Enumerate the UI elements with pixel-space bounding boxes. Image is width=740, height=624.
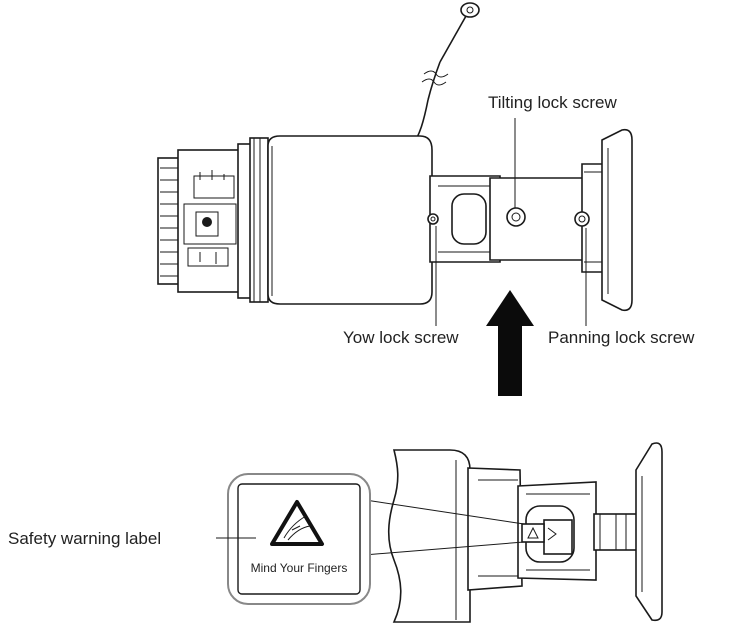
screw-icon — [506, 207, 526, 227]
lens-assembly — [157, 137, 269, 303]
safety-warning-label-callout: Mind Your Fingers — [227, 473, 525, 605]
bracket-bottom-view: Mind Your Fingers Safety warning label — [8, 442, 663, 623]
ground-cable — [411, 2, 480, 147]
camera-top-view: Tilting lock screw Yow lock screw Pannin… — [157, 2, 695, 396]
mind-your-fingers-text: Mind Your Fingers — [251, 561, 348, 575]
tilting-lock-screw-label: Tilting lock screw — [488, 93, 618, 112]
arrow-up-icon — [486, 290, 534, 396]
bracket-arm — [427, 175, 501, 263]
bracket-joint — [489, 163, 607, 273]
wall-mount-plate — [601, 128, 633, 312]
finger-warning-icon — [270, 500, 324, 546]
camera-body — [267, 135, 433, 305]
safety-warning-label-text: Safety warning label — [8, 529, 161, 548]
panning-lock-screw-label: Panning lock screw — [548, 328, 695, 347]
yow-lock-screw-label: Yow lock screw — [343, 328, 459, 347]
